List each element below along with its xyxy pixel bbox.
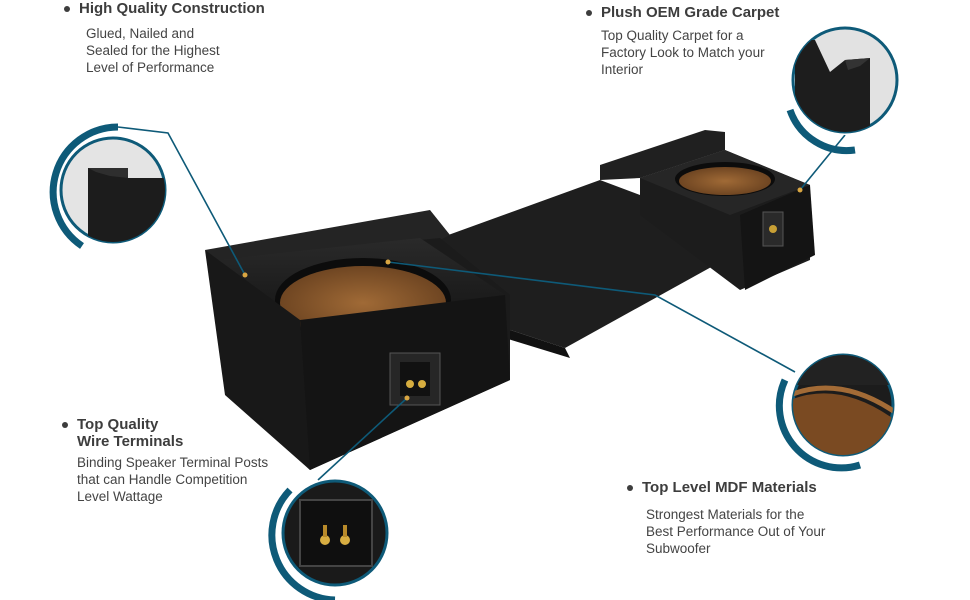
bullet-icon [62, 422, 68, 428]
bullet-icon [64, 6, 70, 12]
carpet-zoom-circle [786, 25, 900, 155]
construction-description: Glued, Nailed and Sealed for the Highest… [86, 26, 220, 75]
feature-carpet-title: Plush OEM Grade Carpet [586, 4, 781, 21]
feature-terminals: Top Quality Wire Terminals Binding Speak… [62, 416, 277, 505]
mdf-callout-line [387, 261, 796, 373]
mdf-zoom-circle [775, 352, 896, 472]
terminals-callout-line [317, 397, 408, 481]
carpet-title-text: Plush OEM Grade Carpet [601, 4, 780, 21]
construction-callout-line [117, 126, 246, 276]
bullet-icon [586, 10, 592, 16]
feature-mdf: Top Level MDF Materials Strongest Materi… [627, 479, 826, 557]
terminals-description: Binding Speaker Terminal Posts that can … [77, 455, 269, 504]
callout-lines [117, 126, 846, 481]
terminals-title-line1: Top Quality [77, 416, 159, 433]
terminals-title-line2: Wire Terminals [77, 433, 184, 450]
mdf-description: Strongest Materials for the Best Perform… [646, 507, 826, 556]
feature-construction-title: High Quality Construction [64, 0, 265, 17]
feature-carpet: Plush OEM Grade Carpet Top Quality Carpe… [586, 4, 781, 78]
callout-points [242, 187, 803, 401]
construction-title-text: High Quality Construction [79, 0, 265, 17]
construction-zoom-circle [49, 123, 168, 249]
feature-construction: High Quality Construction Glued, Nailed … [64, 0, 265, 76]
mdf-title-text: Top Level MDF Materials [642, 479, 817, 496]
bullet-icon [627, 485, 633, 491]
feature-mdf-title: Top Level MDF Materials [627, 479, 826, 496]
carpet-description: Top Quality Carpet for a Factory Look to… [601, 28, 765, 77]
feature-terminals-title: Top Quality Wire Terminals [62, 416, 277, 450]
subwoofer-enclosure [205, 130, 815, 470]
carpet-callout-line [799, 134, 846, 191]
terminals-zoom-circle [268, 478, 390, 600]
